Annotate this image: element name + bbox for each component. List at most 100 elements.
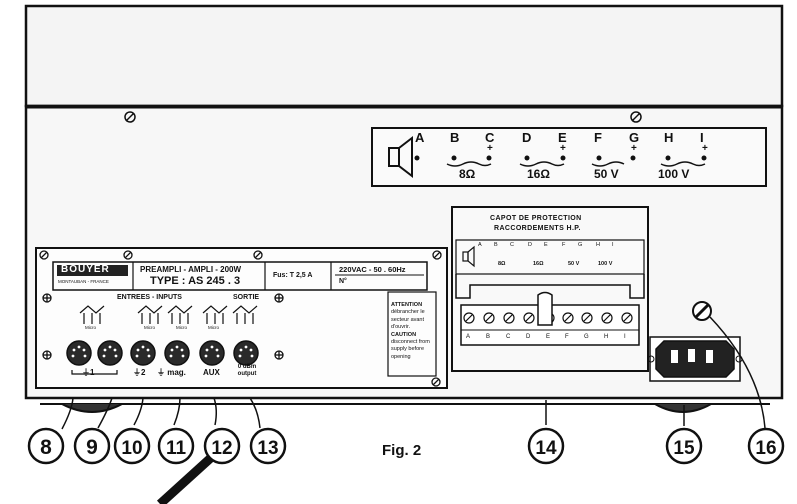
impedance-group-label: 8Ω xyxy=(459,167,476,181)
output-header: SORTIE xyxy=(233,294,260,301)
figure-caption: Fig. 2 xyxy=(382,442,422,459)
din-pin xyxy=(215,348,219,352)
din-sockets xyxy=(66,340,259,366)
din-pin xyxy=(216,354,220,358)
selector-switch-icon xyxy=(232,305,258,324)
brand-subtitle: MONTAUBAN - FRANCE xyxy=(58,279,109,284)
impedance-group-label: 50 V xyxy=(594,167,619,181)
terminal-screw-slot xyxy=(603,314,611,322)
model-line2: TYPE : AS 245 . 3 xyxy=(150,275,241,287)
din-pin xyxy=(83,354,87,358)
din-pin xyxy=(205,348,209,352)
callout-circle xyxy=(157,427,195,465)
callout-circle xyxy=(527,427,565,465)
switch-mode-label: Micro xyxy=(208,325,219,330)
din-pin xyxy=(82,348,86,352)
din-pin xyxy=(77,345,81,349)
switch-mode-label: Micro xyxy=(176,325,187,330)
callout-circle xyxy=(665,427,703,465)
strip-terminal-label: F xyxy=(565,334,569,340)
callout-number: 16 xyxy=(755,438,776,459)
din-pin xyxy=(71,354,75,358)
screw-icon xyxy=(124,111,642,123)
callout-number: 10 xyxy=(121,438,142,459)
terminal-screw-slot xyxy=(485,314,493,322)
cover-terminal-letter: G xyxy=(578,242,583,248)
callout-circle xyxy=(27,427,65,465)
din-socket xyxy=(97,340,123,366)
din-socket xyxy=(66,340,92,366)
connector-label: ⏚ mag. xyxy=(157,368,186,377)
speaker-icon xyxy=(462,245,475,268)
terminal-letter: B xyxy=(450,130,460,145)
callout-number: 8 xyxy=(40,436,52,459)
din-pin xyxy=(114,354,118,358)
selector-switch-icon xyxy=(79,305,105,324)
strip-terminal-label: H xyxy=(604,334,609,340)
impedance-group-label: 16Ω xyxy=(527,167,550,181)
fuse-holder xyxy=(692,301,712,321)
connector-label: 0 dBm output xyxy=(237,364,257,377)
cover-terminal-letter: A xyxy=(478,242,482,248)
brand-logo: BOUYER xyxy=(61,264,110,275)
mains-rating: 220VAC - 50 . 60Hz xyxy=(339,265,406,274)
serial-number-label: N° xyxy=(339,278,347,285)
strip-terminal-label: G xyxy=(584,334,589,340)
din-pin xyxy=(204,354,208,358)
din-socket xyxy=(164,340,190,366)
strip-terminal-label: I xyxy=(624,334,626,340)
connector-label: ⏚1 xyxy=(82,368,95,377)
terminal-screw-slot xyxy=(465,314,473,322)
callout-number: 9 xyxy=(86,436,98,459)
terminal-letter: H xyxy=(664,130,674,145)
cover-terminal-letter: H xyxy=(596,242,600,248)
din-pin xyxy=(141,345,145,349)
din-pin xyxy=(146,348,150,352)
speaker-icon xyxy=(388,135,413,179)
connector-label: ⏚2 xyxy=(133,368,146,377)
terminal-letter: C xyxy=(485,130,495,145)
cover-terminal-letter: F xyxy=(562,242,566,248)
terminal-screw-slot xyxy=(564,314,572,322)
callout-circle xyxy=(73,427,111,465)
strip-terminal-label: D xyxy=(526,334,531,340)
terminal-letter: D xyxy=(522,130,532,145)
callout-circle xyxy=(747,427,785,465)
terminal-screw-slot xyxy=(525,314,533,322)
selector-switches xyxy=(79,305,258,324)
terminal-screw-slot xyxy=(623,314,631,322)
warning-line: d'ouvrir. xyxy=(391,324,411,331)
warning-line: secteur avant xyxy=(391,316,425,323)
cover-group-label: 50 V xyxy=(568,261,580,267)
din-pin xyxy=(103,348,107,352)
warning-line: CAUTION xyxy=(391,331,417,338)
selector-switch-icon xyxy=(137,305,163,324)
din-pin xyxy=(102,354,106,358)
fuse-rating: Fus: T 2,5 A xyxy=(273,272,313,279)
cover-group-label: 100 V xyxy=(598,261,613,267)
callout-circle xyxy=(249,427,287,465)
cover-terminal-letter: C xyxy=(510,242,514,248)
din-pin xyxy=(175,345,179,349)
terminal-letter: I xyxy=(700,130,704,145)
warning-line: disconnect from xyxy=(391,339,430,346)
din-pin xyxy=(249,348,253,352)
terminal-polarity: + xyxy=(487,143,493,154)
din-pin xyxy=(108,345,112,349)
selector-switch-icon xyxy=(167,305,193,324)
warning-line: débrancher le xyxy=(391,309,425,316)
terminal-polarity: + xyxy=(702,143,708,154)
din-socket xyxy=(130,340,156,366)
switch-mode-label: Micro xyxy=(85,325,96,330)
impedance-group-label: 100 V xyxy=(658,167,690,181)
terminal-polarity: + xyxy=(631,143,637,154)
terminal-block xyxy=(463,312,633,324)
din-pin xyxy=(181,354,185,358)
strip-terminal-label: E xyxy=(546,334,551,340)
din-pin xyxy=(239,348,243,352)
cover-terminal-letter: D xyxy=(528,242,532,248)
terminal-polarity: + xyxy=(560,143,566,154)
callout-circle xyxy=(113,427,151,465)
